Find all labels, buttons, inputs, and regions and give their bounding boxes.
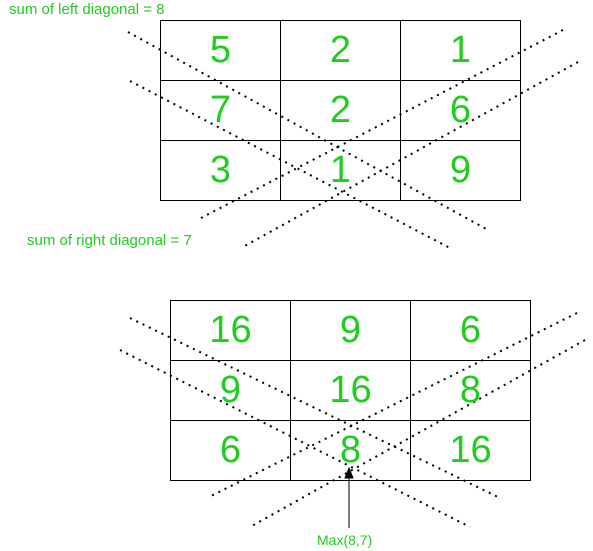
- matrix-cell: 8: [410, 360, 531, 421]
- right-diagonal-sum-label: sum of right diagonal = 7: [27, 232, 192, 249]
- matrix-cell: 9: [170, 360, 291, 421]
- matrix-cell: 3: [160, 140, 281, 201]
- matrix-cell: 16: [170, 300, 291, 361]
- matrix-cell: 1: [400, 20, 521, 81]
- matrix-cell: 2: [280, 20, 401, 81]
- matrix-cell: 16: [410, 420, 531, 481]
- matrix-cell: 1: [280, 140, 401, 201]
- matrix-cell: 9: [290, 300, 411, 361]
- matrix-cell: 2: [280, 80, 401, 141]
- left-diagonal-sum-label: sum of left diagonal = 8: [9, 1, 165, 18]
- matrix-cell: 5: [160, 20, 281, 81]
- matrix-cell: 16: [290, 360, 411, 421]
- matrix-cell: 8: [290, 420, 411, 481]
- matrix-cell: 9: [400, 140, 521, 201]
- matrix-cell: 6: [410, 300, 531, 361]
- top-right-diagonal-line-lower: [240, 61, 579, 249]
- matrix-cell: 7: [160, 80, 281, 141]
- max-label: Max(8,7): [317, 532, 373, 548]
- matrix-cell: 6: [170, 420, 291, 481]
- matrix-cell: 6: [400, 80, 521, 141]
